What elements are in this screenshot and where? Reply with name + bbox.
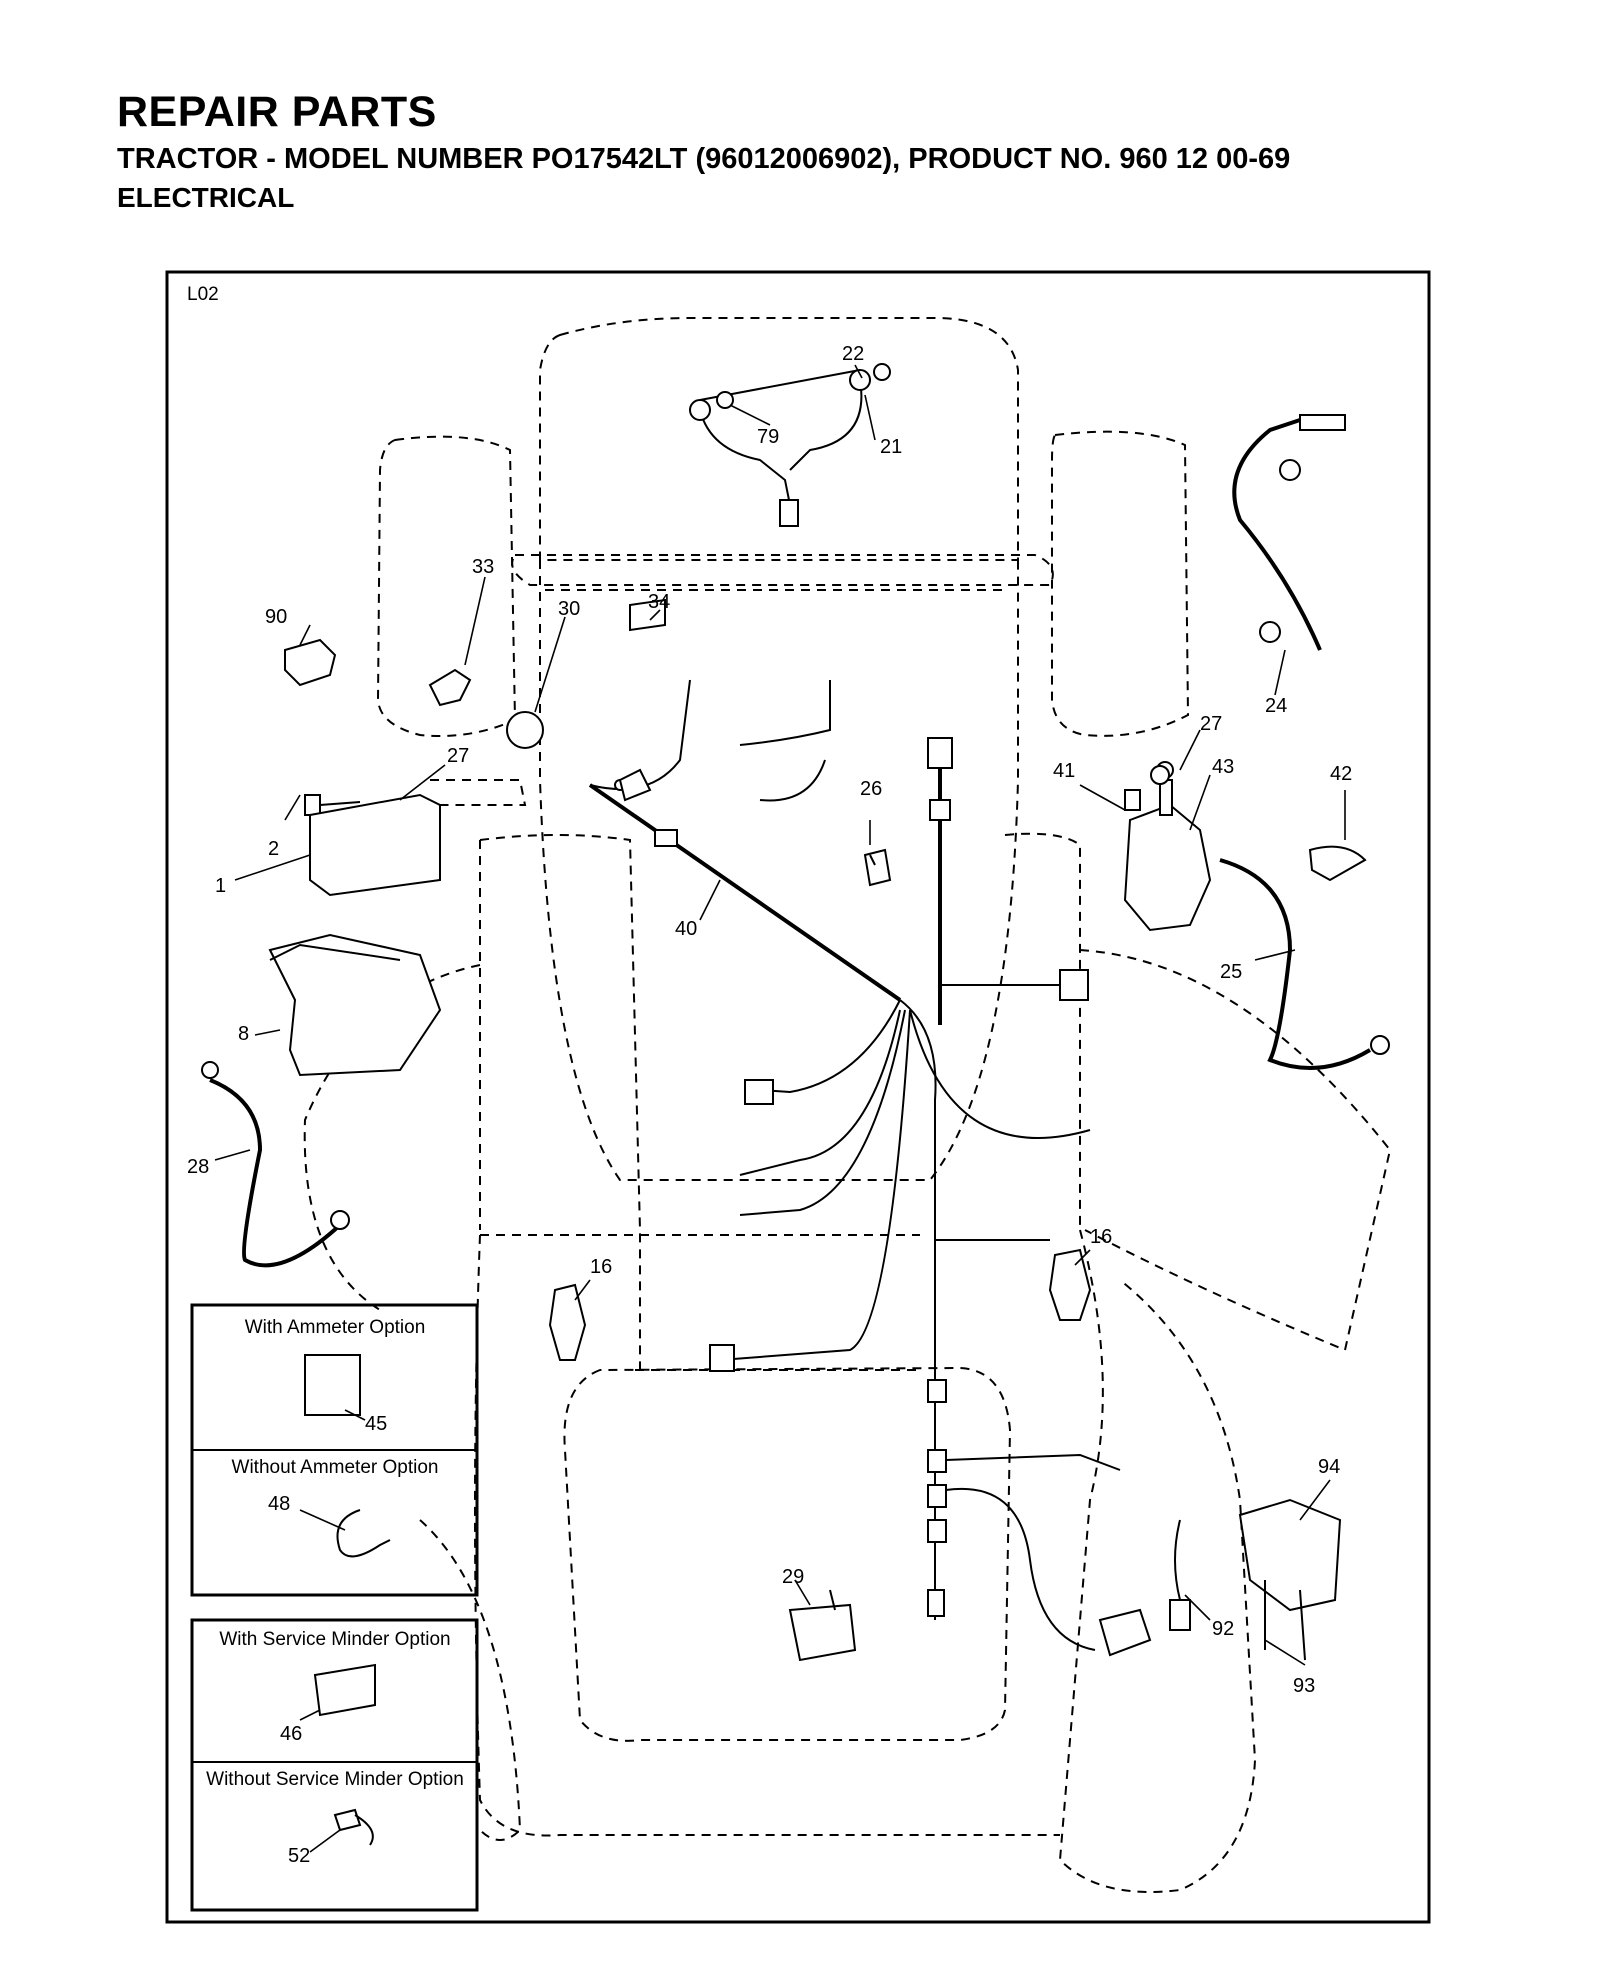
- headlight-assembly: [689, 363, 891, 527]
- callout-48: 48: [268, 1493, 290, 1515]
- option-with-ammeter-label: With Ammeter Option: [245, 1317, 426, 1338]
- page-title: REPAIR PARTS: [117, 88, 437, 136]
- callout-46: 46: [280, 1723, 302, 1745]
- callout-40: 40: [675, 918, 697, 940]
- callout-41: 41: [1053, 760, 1075, 782]
- option-without-ammeter-label: Without Ammeter Option: [232, 1457, 439, 1478]
- callout-28: 28: [187, 1156, 209, 1178]
- leader-lines: [214, 364, 1346, 1666]
- callout-43: 43: [1212, 756, 1234, 778]
- callout-26: 26: [860, 778, 882, 800]
- ammeter-option-box: With Ammeter Option 45 Without Ammeter O…: [190, 1303, 479, 1597]
- tractor-outline: [303, 317, 1392, 1893]
- callout-79: 79: [757, 426, 779, 448]
- callout-2: 2: [268, 838, 279, 860]
- callout-22: 22: [842, 343, 864, 365]
- callouts: 22 79 21 33 34 90 30 27 2 1 40 26 24 27 …: [187, 343, 1352, 1697]
- callout-27-right: 27: [1200, 713, 1222, 735]
- wiring-harness: [588, 679, 1121, 1651]
- callout-24: 24: [1265, 695, 1287, 717]
- callout-1: 1: [215, 875, 226, 897]
- callout-30: 30: [558, 598, 580, 620]
- section-label: ELECTRICAL: [117, 182, 295, 213]
- left-parts: [201, 598, 1092, 1361]
- callout-92: 92: [1212, 1618, 1234, 1640]
- page-subtitle: TRACTOR - MODEL NUMBER PO17542LT (960120…: [117, 143, 1291, 175]
- option-without-minder-label: Without Service Minder Option: [206, 1769, 464, 1790]
- callout-94: 94: [1318, 1456, 1340, 1478]
- callout-29: 29: [782, 1566, 804, 1588]
- callout-52: 52: [288, 1845, 310, 1867]
- callout-34: 34: [648, 591, 670, 613]
- callout-16-left: 16: [590, 1256, 612, 1278]
- service-minder-option-box: With Service Minder Option 46 Without Se…: [190, 1618, 479, 1912]
- callout-25: 25: [1220, 961, 1242, 983]
- callout-93: 93: [1293, 1675, 1315, 1697]
- callout-42: 42: [1330, 763, 1352, 785]
- callout-21: 21: [880, 436, 902, 458]
- right-parts: [788, 414, 1390, 1662]
- callout-8: 8: [238, 1023, 249, 1045]
- option-with-minder-label: With Service Minder Option: [219, 1629, 450, 1650]
- callout-27-left: 27: [447, 745, 469, 767]
- callout-16-right: 16: [1090, 1226, 1112, 1248]
- diagram-code: L02: [187, 284, 219, 305]
- diagram-frame: [165, 270, 1431, 1924]
- callout-33: 33: [472, 556, 494, 578]
- callout-45: 45: [365, 1413, 387, 1435]
- callout-90: 90: [265, 606, 287, 628]
